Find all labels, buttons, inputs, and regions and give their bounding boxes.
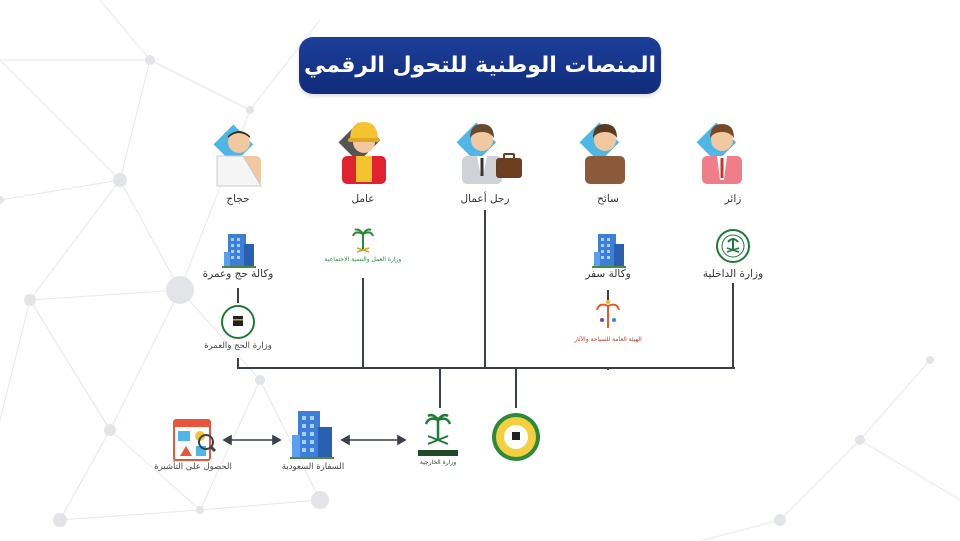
tourist-person-icon xyxy=(579,122,625,184)
role-label-pilgrim: حجاج xyxy=(226,193,250,205)
labor-ministry-logo-icon xyxy=(352,228,374,253)
hajj-ministry-green-emblem-icon xyxy=(492,413,540,461)
role-label-visitor: زائر xyxy=(724,193,742,205)
visa-document-icon xyxy=(173,419,217,461)
arrows xyxy=(222,434,407,446)
embassy-building-icon xyxy=(290,411,334,459)
hajj-ministry-logo-icon xyxy=(221,305,255,339)
pilgrim-person-icon xyxy=(213,124,262,187)
role-label-businessman: رجل أعمال xyxy=(460,193,510,205)
building-icon xyxy=(222,234,256,268)
building-icon xyxy=(592,234,626,268)
embassy-label: السفارة السعودية xyxy=(281,462,345,472)
foreign-affairs-label: وزارة الخارجية xyxy=(419,459,457,466)
visitor-person-icon xyxy=(696,122,742,184)
worker-person-icon xyxy=(338,122,386,184)
labor-ministry-label: وزارة العمل والتنمية الاجتماعية xyxy=(324,256,402,263)
interior-ministry-label: وزارة الداخلية xyxy=(702,268,764,280)
tourism-commission-logo-icon xyxy=(596,300,620,328)
hajj-agency-label: وكالة حج وعمرة xyxy=(202,268,274,280)
tourism-commission-label: الهيئة العامة للسياحة والآثار xyxy=(574,336,642,343)
briefcase-icon xyxy=(496,158,522,178)
visa-label: الحصول على التأشيرة xyxy=(154,462,232,472)
hajj-ministry-label: وزارة الحج والعمرة xyxy=(204,341,272,351)
page-title: المنصات الوطنية للتحول الرقمي xyxy=(299,37,661,94)
travel-agency-label: وكالة سفر xyxy=(585,268,631,280)
role-label-worker: عامل xyxy=(351,193,375,205)
role-label-tourist: سائح xyxy=(597,193,619,205)
foreign-affairs-emblem-icon xyxy=(418,413,458,456)
businessman-person-icon xyxy=(456,122,522,184)
interior-emblem-icon xyxy=(716,229,750,263)
